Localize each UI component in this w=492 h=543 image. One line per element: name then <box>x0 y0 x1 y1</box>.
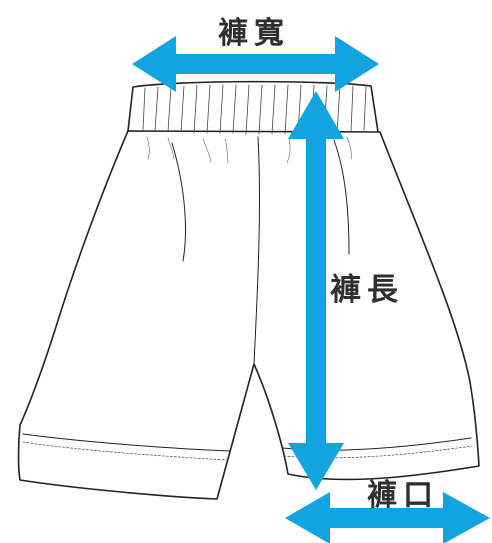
length-arrow <box>288 91 344 490</box>
waist-width-arrow <box>132 36 379 92</box>
left-hem-line <box>22 433 231 452</box>
left-hem-stitch <box>22 441 229 461</box>
shorts-body <box>17 130 480 500</box>
waistband <box>127 80 379 137</box>
waistband-gathers <box>142 84 367 135</box>
waist-width-label: 褲寬 <box>218 16 290 51</box>
right-fold <box>333 139 350 255</box>
shorts-illustration <box>17 80 480 500</box>
length-label: 褲長 <box>330 272 404 308</box>
leg-opening-arrow <box>285 492 490 543</box>
leg-opening-label: 褲口 <box>367 478 439 513</box>
left-fold <box>171 142 186 262</box>
crotch-seam <box>253 136 260 365</box>
